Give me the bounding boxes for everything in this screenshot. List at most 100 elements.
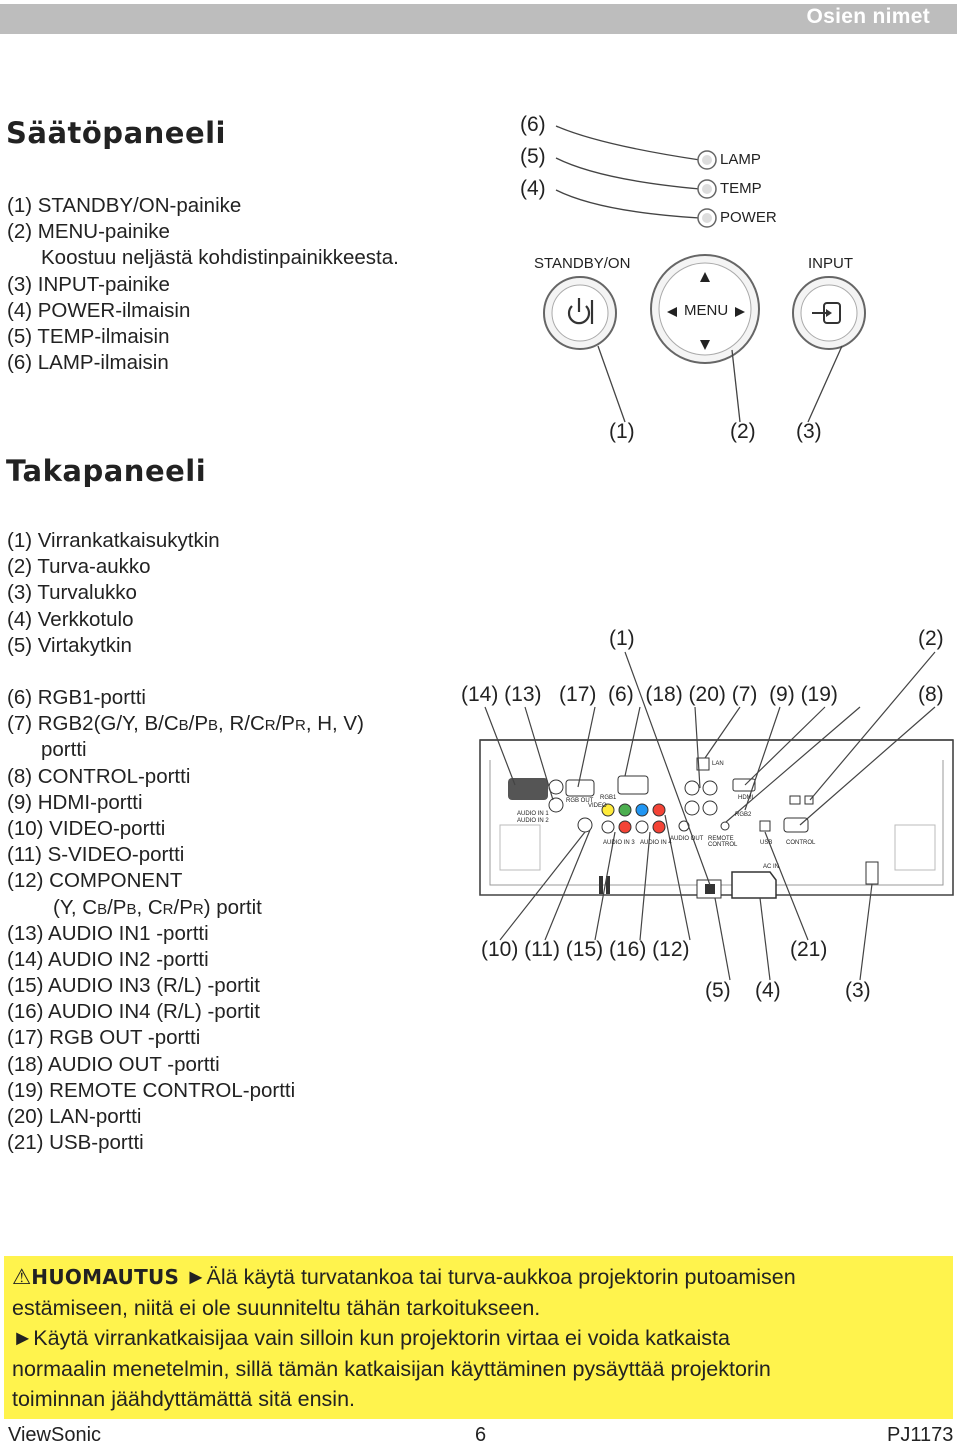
list-item: (6) RGB1-portti — [7, 686, 146, 709]
list-item: (17) RGB OUT -portti — [7, 1026, 201, 1050]
header-bar — [0, 4, 957, 34]
usb-label: USB — [760, 840, 773, 846]
footer-model: PJ1173 — [887, 1424, 954, 1446]
callout-rear-3: (3) — [845, 979, 871, 1002]
callout-rear-8: (8) — [918, 683, 944, 706]
audio-in2-label: AUDIO IN 2 — [517, 818, 549, 824]
control-panel-diagram: (6) (5) (4) — [0, 0, 960, 460]
list-item: (19) REMOTE CONTROL-portti — [7, 1078, 296, 1102]
list-item: (2) Turva-aukko — [7, 555, 151, 579]
callouts-bottom-row: (10) (11) (15) (16) (12) — [481, 938, 690, 961]
component-stub-icon — [599, 876, 610, 894]
list-item: (1) STANDBY/ON-painike — [7, 194, 242, 217]
callout-4: (4) — [520, 177, 546, 200]
control-port-icon — [783, 817, 809, 833]
power-led-icon — [697, 208, 717, 228]
hdmi-port-icon — [732, 778, 756, 792]
menu-pad-icon — [650, 254, 760, 364]
callouts-top-row: (14) (13) (17) (6) (18) (20) (7) (9) (19… — [461, 683, 838, 706]
standby-button-icon — [543, 276, 617, 350]
list-item: (15) AUDIO IN3 (R/L) -portit — [7, 974, 260, 998]
list-item: (3) INPUT-painike — [7, 272, 170, 296]
header-title: Osien nimet — [806, 5, 930, 28]
callout-6: (6) — [520, 113, 546, 136]
callout-rear-5: (5) — [705, 979, 731, 1002]
list-item: (9) HDMI-portti — [7, 790, 143, 814]
list-item: (5) Virtakytkin — [7, 633, 132, 657]
list-item: (10) VIDEO-portti — [7, 816, 166, 840]
control-panel-svg — [543, 125, 866, 423]
list-item: (2) MENU-painike — [7, 220, 170, 244]
note-box: ⚠HUOMAUTUS ►Älä käytä turvatankoa tai tu… — [4, 1256, 953, 1419]
temp-led-icon — [697, 179, 717, 199]
warning-icon: ⚠ — [12, 1265, 32, 1289]
rear-panel-diagram: (1) (2) (14) (13) (17) (6) (18) (20) (7)… — [461, 627, 954, 1002]
standby-label: STANDBY/ON — [534, 255, 631, 272]
remote-port-icon — [720, 821, 730, 831]
callout-rear-4: (4) — [755, 979, 781, 1002]
left-vent-icon — [499, 824, 541, 871]
list-item: (16) AUDIO IN4 (R/L) -portit — [7, 1000, 260, 1024]
list-item: (21) USB-portti — [7, 1131, 144, 1155]
rear-panel-title: Takapaneeli — [6, 454, 207, 488]
callout-3: (3) — [796, 420, 822, 443]
list-item: (1) Virrankatkaisukytkin — [7, 529, 220, 552]
rear-panel-list-b: (6) RGB1-portti (7) RGB2(G/Y, B/CB/PB, R… — [7, 685, 364, 1156]
list-item: (6) LAMP-ilmaisin — [7, 351, 169, 375]
callout-rear-2: (2) — [918, 627, 944, 650]
callout-5: (5) — [520, 145, 546, 168]
audio-in1-label: AUDIO IN 1 — [517, 811, 549, 817]
footer-brand: ViewSonic — [8, 1424, 102, 1446]
list-item: (7) RGB2(G/Y, B/CB/PB, R/CR/PR, H, V) — [7, 712, 364, 736]
rgb1-label: RGB1 — [600, 795, 617, 801]
input-button-icon — [792, 276, 866, 350]
security-bar-icon — [865, 861, 879, 885]
list-item: (13) AUDIO IN1 -portti — [7, 921, 209, 945]
lan-label: LAN — [712, 761, 724, 767]
audio-in3-label: AUDIO IN 3 — [603, 840, 635, 846]
video-label: VIDEO — [588, 803, 607, 809]
hdmi-label: HDMI — [738, 795, 754, 801]
ac-in-label: AC IN — [763, 864, 780, 870]
callout-2: (2) — [730, 420, 756, 443]
input-label: INPUT — [808, 255, 853, 272]
list-item: (5) TEMP-ilmaisin — [7, 324, 170, 348]
power-switch-icon — [696, 879, 722, 899]
menu-label: MENU — [684, 302, 729, 319]
list-item: portti — [41, 738, 87, 762]
audio-out-label: AUDIO OUT — [670, 836, 704, 842]
audio-in-icon — [508, 778, 564, 813]
footer-page: 6 — [475, 1424, 487, 1446]
temp-label: TEMP — [720, 180, 762, 197]
list-item: (8) CONTROL-portti — [7, 764, 191, 788]
usb-port-icon — [759, 820, 771, 832]
rgb-out-label: RGB OUT — [566, 798, 594, 804]
audio-in4-label: AUDIO IN 4 — [640, 840, 672, 846]
callout-rear-1: (1) — [609, 627, 635, 650]
note-text: ⚠HUOMAUTUS ►Älä käytä turvatankoa tai tu… — [12, 1265, 796, 1411]
audio-out-icons — [678, 780, 718, 832]
list-item: (18) AUDIO OUT -portti — [7, 1052, 220, 1076]
rgb1-port-icon — [617, 775, 649, 795]
control-panel-title: Säätöpaneeli — [6, 116, 227, 150]
rear-panel-list-a: (1) Virrankatkaisukytkin (2) Turva-aukko… — [7, 528, 220, 659]
lamp-label: LAMP — [720, 151, 761, 168]
list-item: (Y, CB/PB, CR/PR) portit — [53, 895, 262, 919]
control-label: CONTROL — [786, 840, 816, 846]
list-item: (3) Turvalukko — [7, 581, 137, 605]
list-item: Koostuu neljästä kohdistinpainikkeesta. — [41, 246, 399, 270]
video-port-icons — [577, 803, 666, 834]
list-item: (14) AUDIO IN2 -portti — [7, 947, 209, 971]
list-item: (12) COMPONENT — [7, 869, 183, 893]
callout-rear-21: (21) — [790, 938, 828, 961]
right-vent-icon — [894, 824, 936, 871]
lan-port-icon — [696, 757, 710, 771]
rgb2-label: RGB2 — [735, 812, 752, 818]
control-panel-list: (1) STANDBY/ON-painike (2) MENU-painike … — [7, 193, 399, 376]
power-label: POWER — [720, 209, 777, 226]
list-item: (4) POWER-ilmaisin — [7, 298, 191, 322]
rear-panel-svg — [479, 651, 954, 981]
remote-label: REMOTE CONTROL — [708, 836, 738, 848]
callout-1: (1) — [609, 420, 635, 443]
security-slot-icon — [789, 795, 814, 805]
